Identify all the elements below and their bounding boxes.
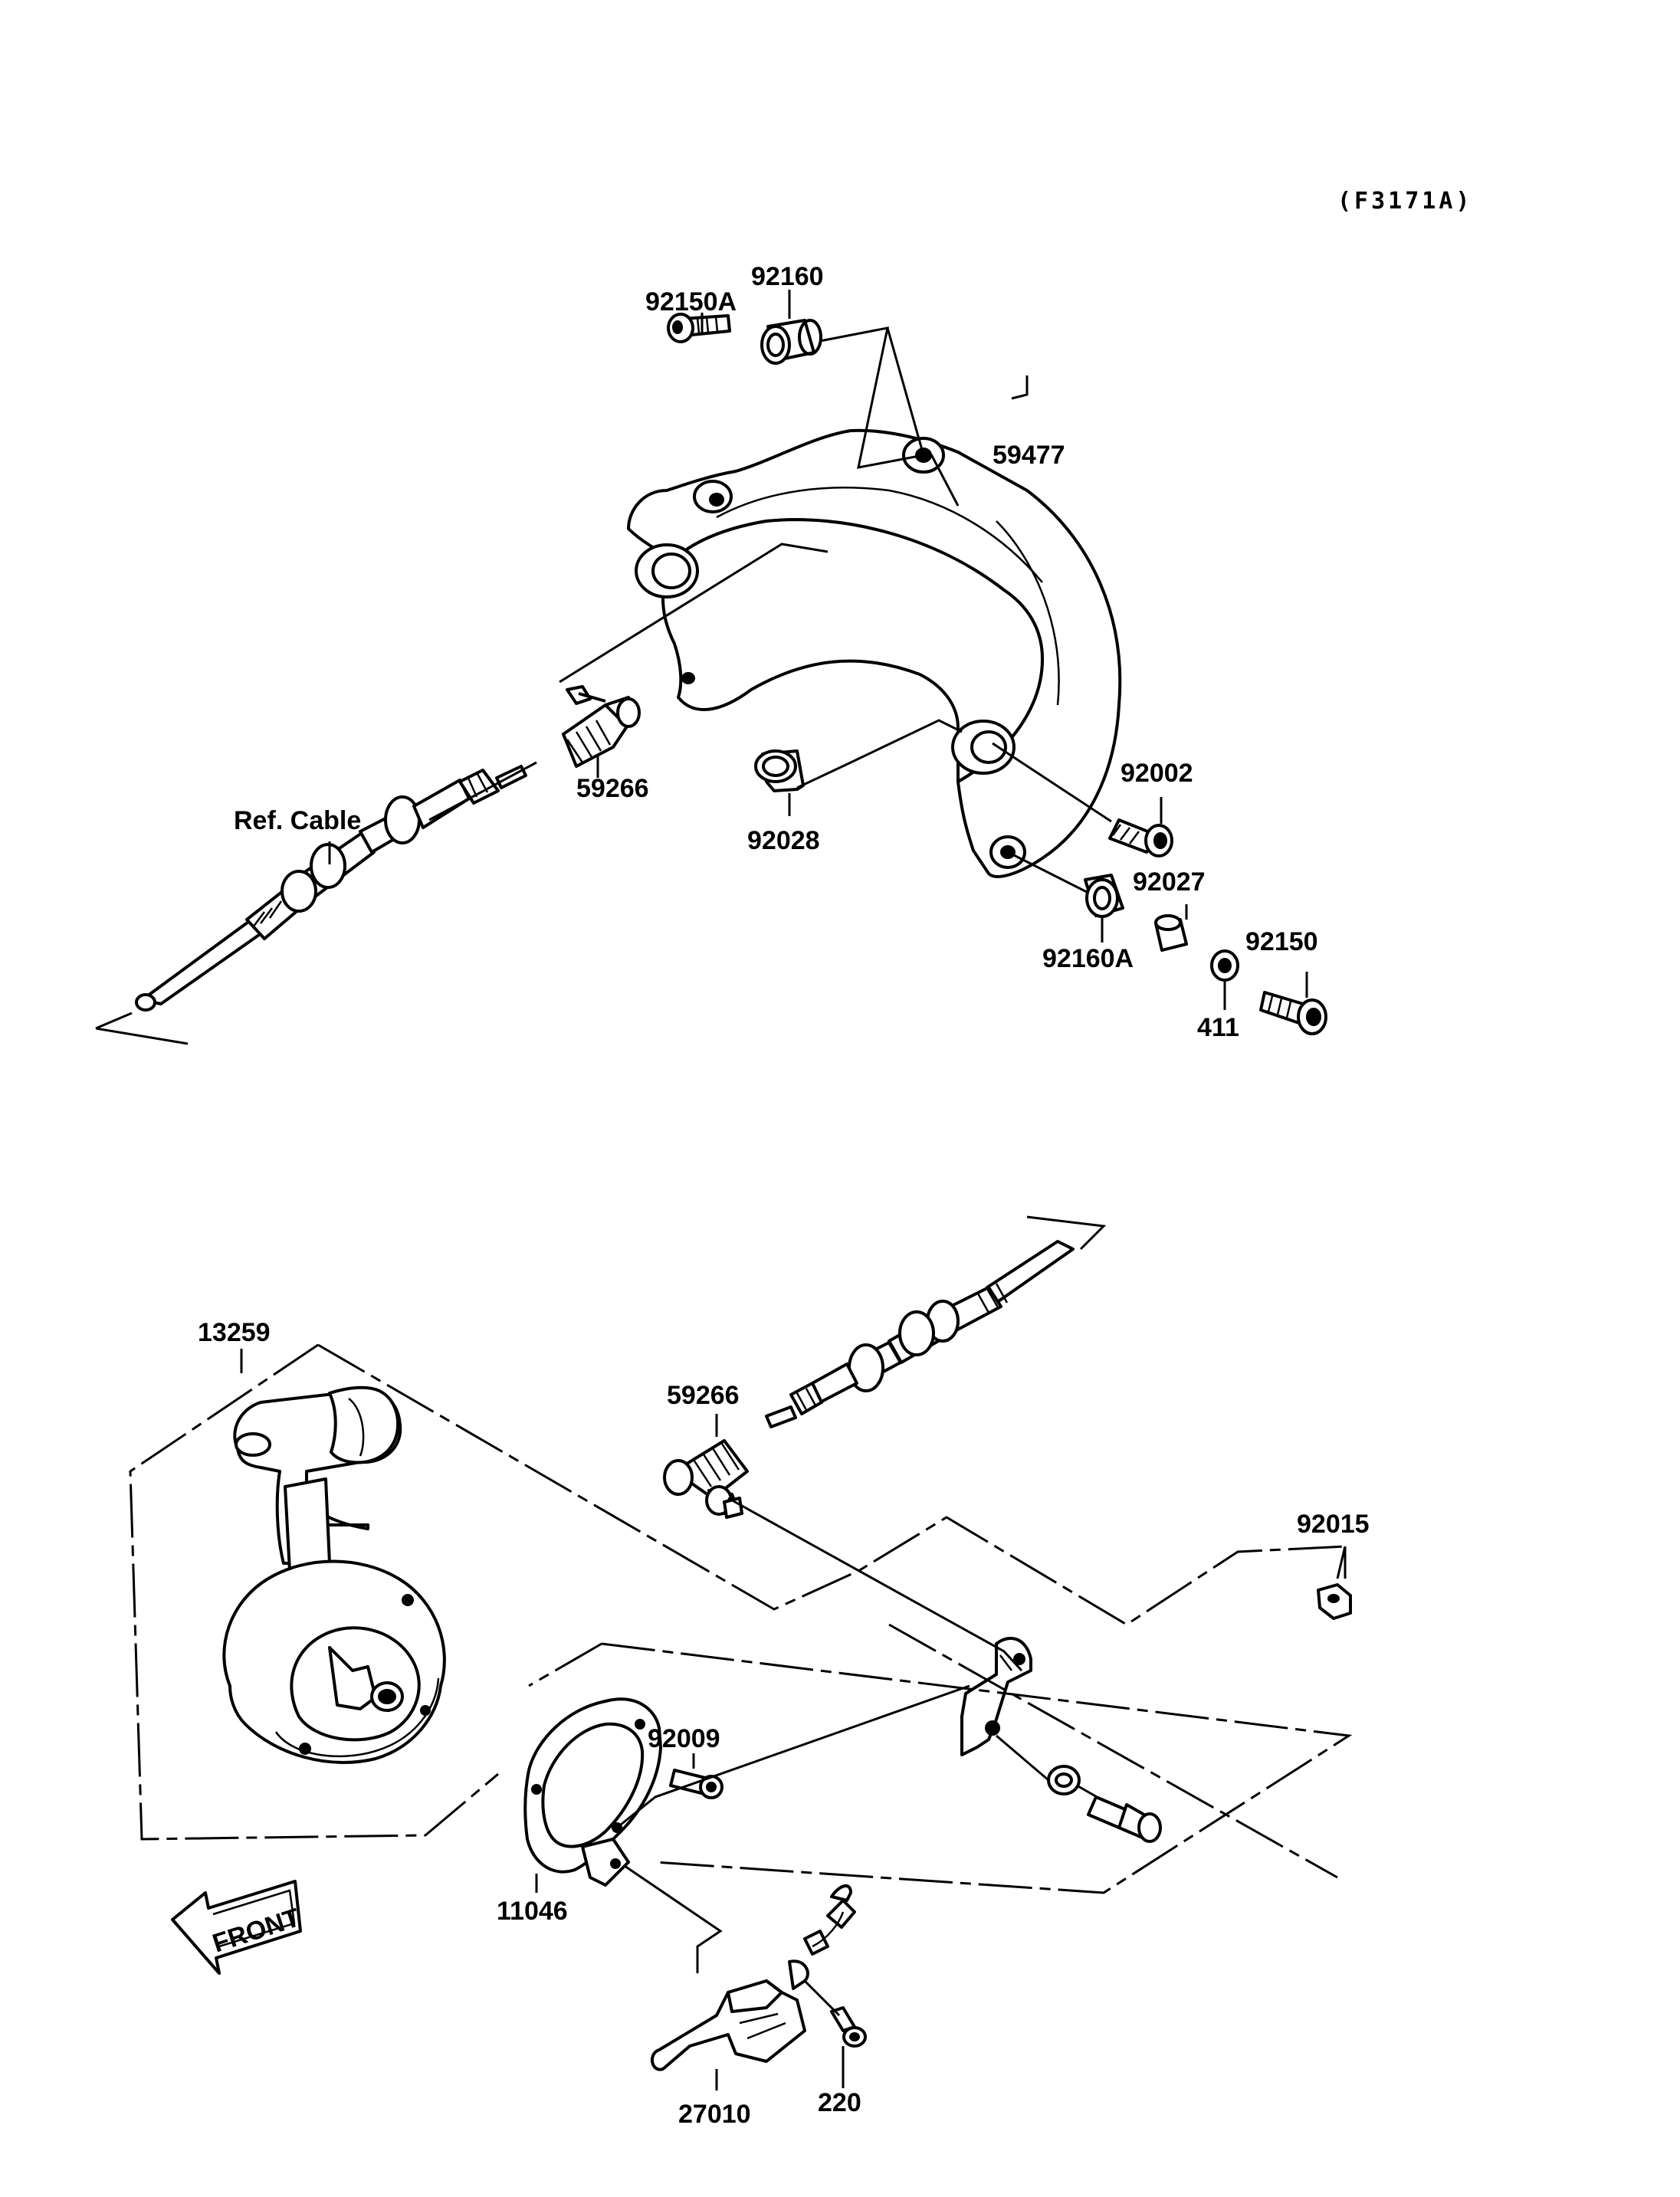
label-13259: 13259: [198, 1318, 271, 1347]
bracket-bottom: [960, 1636, 1032, 1756]
front-arrow: FRONT: [171, 1880, 304, 1975]
label-92160: 92160: [751, 262, 824, 291]
label-92009: 92009: [648, 1724, 720, 1753]
ref-cable-bottom: [765, 1240, 1075, 1428]
label-92027: 92027: [1133, 867, 1206, 897]
lever-13259: [222, 1385, 446, 1764]
label-11046: 11046: [497, 1897, 568, 1926]
label-411: 411: [1197, 1013, 1239, 1042]
screw-92009: [669, 1769, 724, 1799]
top-leader-lines: [95, 290, 1308, 1045]
label-92015: 92015: [1297, 1510, 1370, 1539]
washer-bottom: [1047, 1765, 1081, 1795]
ref-cable-top: [135, 765, 527, 1012]
label-59266-bottom: 59266: [667, 1381, 740, 1410]
label-92150A: 92150A: [645, 287, 737, 316]
label-220: 220: [818, 2088, 861, 2117]
bottom-leader-frames: [129, 1215, 1353, 2090]
label-92002: 92002: [1121, 759, 1193, 788]
spacer-92027: [1154, 914, 1188, 952]
diagram-code: (F3171A): [1337, 188, 1473, 215]
bolt-92150: [1259, 991, 1327, 1035]
washer-411: [1210, 949, 1239, 982]
label-92160A: 92160A: [1042, 944, 1134, 973]
nut-92015: [1317, 1583, 1352, 1620]
bolt-92150A: [667, 313, 731, 343]
ball-joint-59266-bottom: [663, 1439, 749, 1519]
bolt-bottom: [1087, 1795, 1162, 1843]
part-labels: 92160 92150A 59477 59266 92028 92002 920…: [198, 262, 1370, 2129]
label-ref-cable: Ref. Cable: [234, 806, 361, 835]
plate-11046: [523, 1697, 662, 1887]
switch-27010: [651, 1884, 856, 2071]
cover-bracket-59477: [627, 428, 1122, 878]
collar-92160A: [1084, 874, 1124, 918]
label-59266-top: 59266: [576, 774, 649, 803]
label-27010: 27010: [678, 2100, 751, 2129]
label-92028: 92028: [747, 826, 820, 855]
bolt-92002: [1108, 818, 1173, 857]
bushing-92028: [754, 749, 805, 792]
label-92150: 92150: [1245, 927, 1318, 956]
label-59477: 59477: [993, 441, 1065, 470]
ball-joint-59266-top: [562, 685, 641, 768]
collar-92160: [760, 319, 822, 365]
